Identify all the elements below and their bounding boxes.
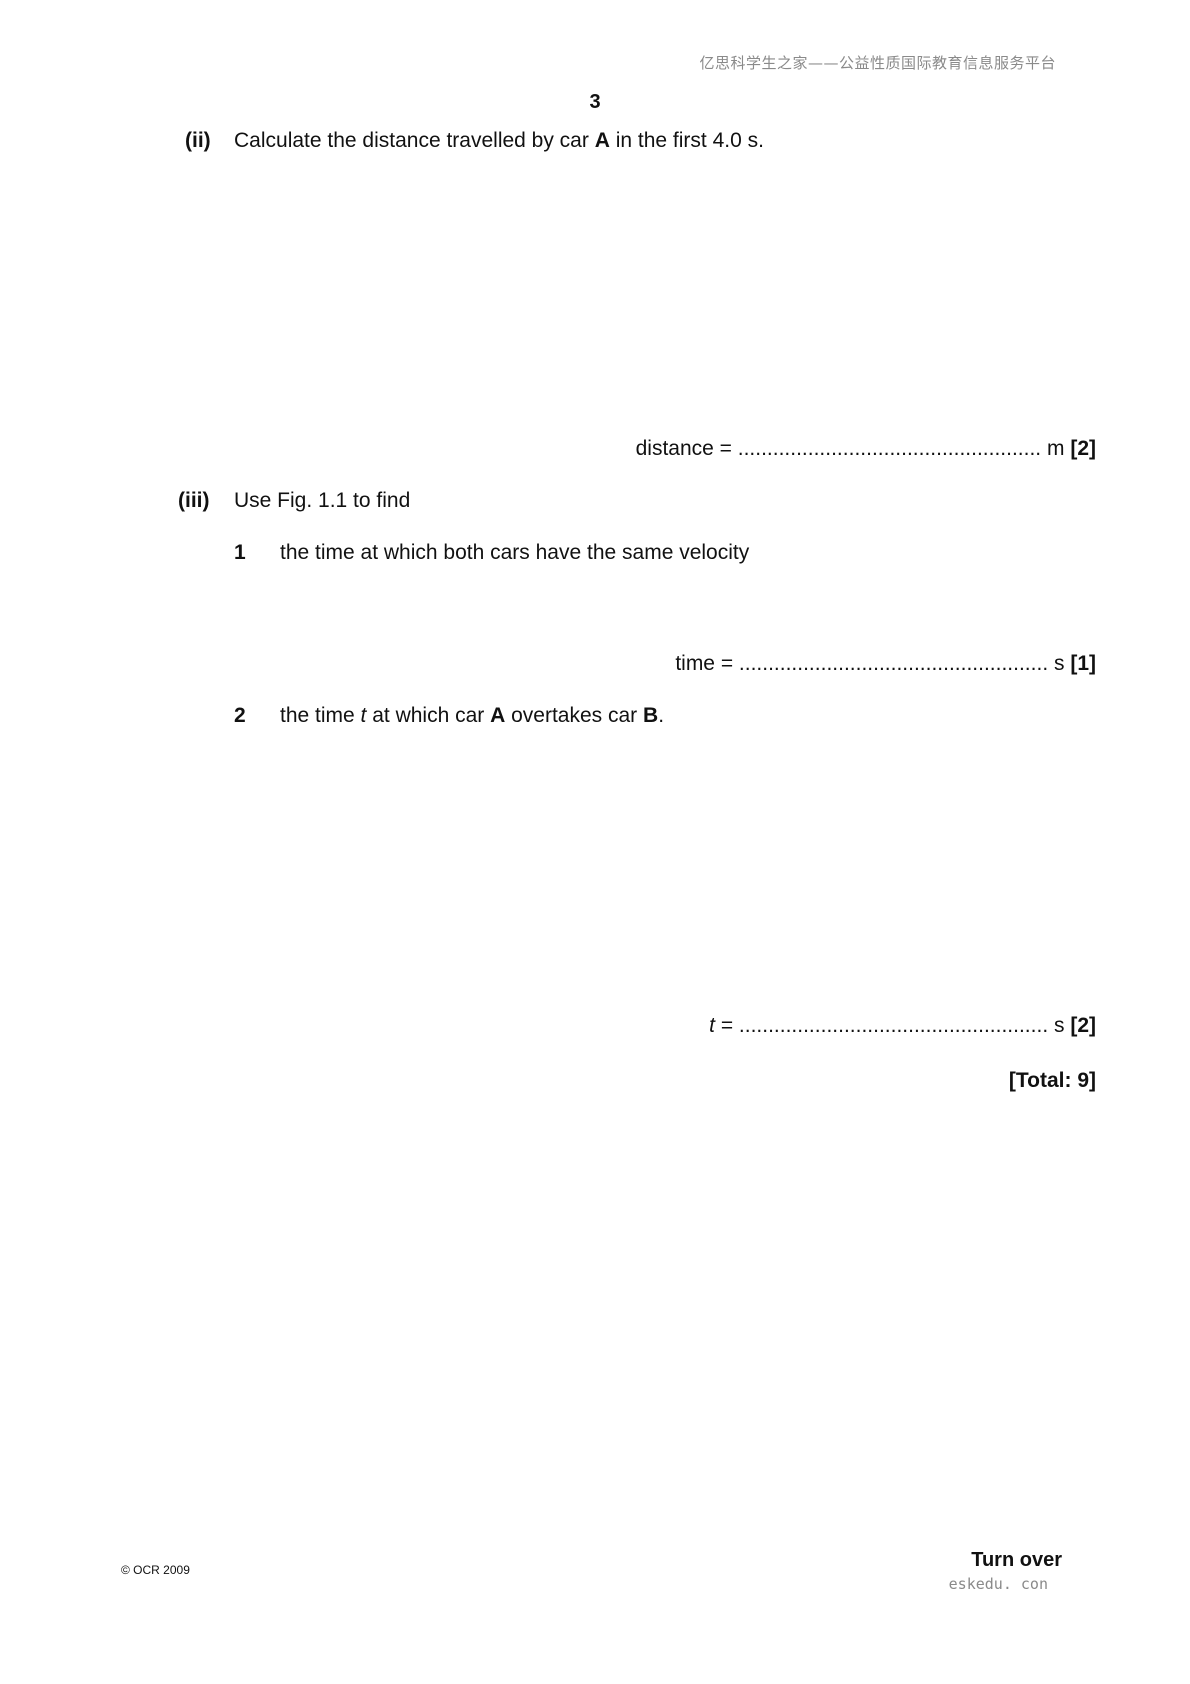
- car-a-label: A: [594, 129, 610, 152]
- part-iii-question: Use Fig. 1.1 to find: [234, 489, 411, 512]
- question-text: Calculate the distance travelled by car: [234, 129, 595, 152]
- item-2-number: 2: [234, 704, 246, 727]
- question-text: at which car: [366, 704, 491, 727]
- t-answer-line[interactable]: t = ....................................…: [709, 1014, 1096, 1038]
- question-text: in the first 4.0 s.: [609, 129, 764, 152]
- answer-unit: m: [1041, 437, 1071, 460]
- answer-unit: s: [1048, 1014, 1071, 1037]
- turn-over-label: Turn over: [971, 1549, 1062, 1571]
- total-marks: [Total: 9]: [1008, 1069, 1096, 1092]
- distance-answer-line[interactable]: distance = .............................…: [636, 437, 1096, 461]
- part-iii-label: (iii): [178, 489, 210, 512]
- part-ii-label: (ii): [185, 129, 211, 152]
- answer-unit: s: [1048, 652, 1071, 675]
- item-1-number: 1: [234, 541, 246, 564]
- car-b-label: B: [643, 704, 659, 727]
- car-a-label: A: [490, 704, 506, 727]
- answer-dots[interactable]: ........................................…: [737, 437, 1042, 460]
- answer-label: =: [714, 1014, 739, 1037]
- answer-dots[interactable]: ........................................…: [738, 1014, 1049, 1037]
- part-ii-question: Calculate the distance travelled by car …: [234, 129, 764, 153]
- answer-label: distance =: [635, 437, 738, 460]
- item-1-question: the time at which both cars have the sam…: [280, 541, 750, 564]
- time-answer-line[interactable]: time = .................................…: [675, 652, 1096, 676]
- page-number: 3: [589, 91, 601, 113]
- answer-dots[interactable]: ........................................…: [738, 652, 1049, 675]
- question-text: .: [658, 704, 665, 727]
- marks: [2]: [1070, 1014, 1096, 1037]
- question-text: the time: [280, 704, 361, 727]
- variable-t: t: [360, 704, 367, 727]
- answer-label: time =: [675, 652, 739, 675]
- marks: [2]: [1070, 437, 1096, 460]
- marks: [1]: [1070, 652, 1096, 675]
- answer-variable-t: t: [709, 1014, 715, 1037]
- copyright: © OCR 2009: [121, 1563, 190, 1577]
- watermark-text: 亿思科学生之家——公益性质国际教育信息服务平台: [699, 54, 1056, 72]
- site-watermark: eskedu. con: [948, 1575, 1048, 1593]
- question-text: overtakes car: [505, 704, 644, 727]
- item-2-question: the time t at which car A overtakes car …: [280, 704, 664, 728]
